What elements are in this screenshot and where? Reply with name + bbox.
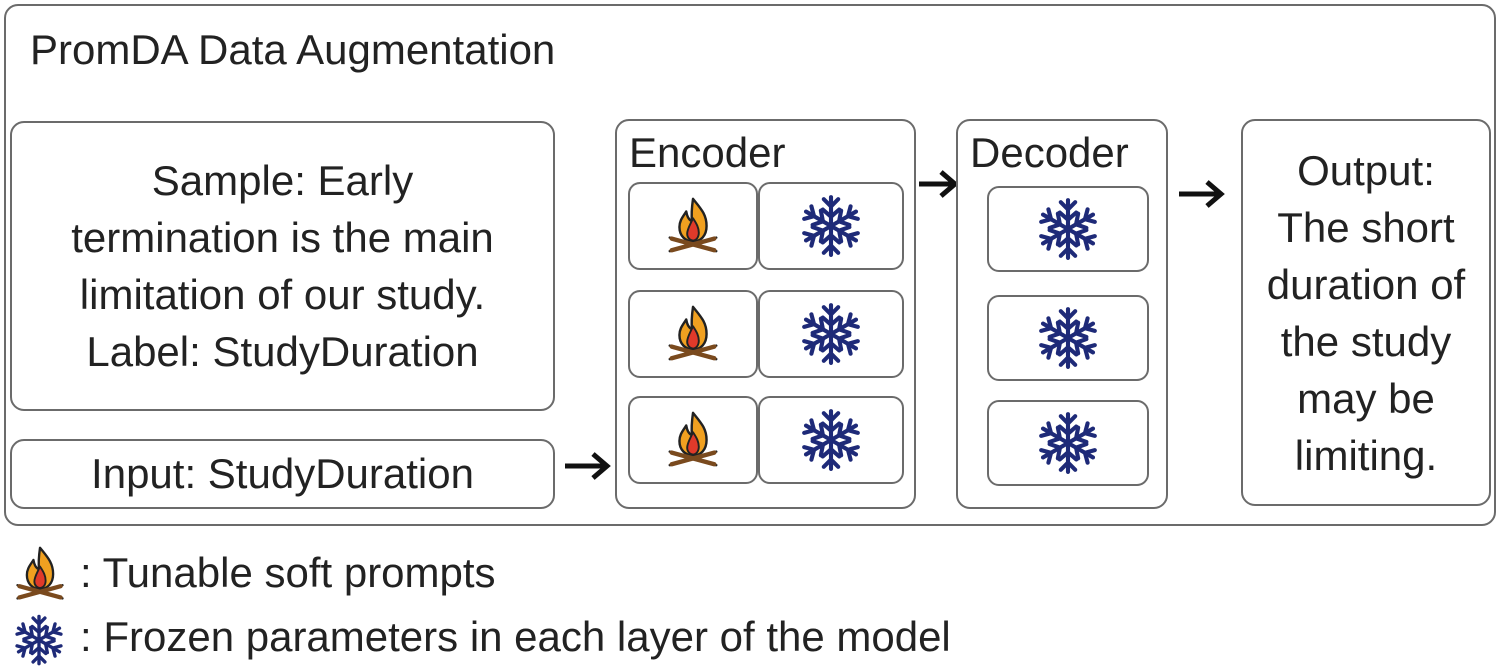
snowflake-icon <box>1035 196 1101 262</box>
output-line: the study <box>1280 317 1452 365</box>
output-line: Output: <box>1297 146 1435 194</box>
sample-box: Sample: Early termination is the main li… <box>10 121 555 411</box>
input-box: Input: StudyDuration <box>10 439 555 509</box>
output-line: limiting. <box>1294 431 1438 479</box>
encoder-block: Encoder <box>615 119 916 509</box>
output-line: duration of <box>1266 260 1466 308</box>
diagram-frame <box>4 4 1496 526</box>
arrow-right-icon <box>919 170 959 198</box>
snowflake-icon <box>798 301 864 367</box>
fire-icon <box>662 195 724 257</box>
snowflake-icon <box>12 613 66 667</box>
sample-line: Label: StudyDuration <box>86 328 479 375</box>
frozen-layer-cell <box>758 290 904 378</box>
snowflake-icon <box>1035 305 1101 371</box>
sample-line: Sample: Early <box>151 157 414 204</box>
legend-fire-text: : Tunable soft prompts <box>80 549 496 596</box>
frozen-layer-cell <box>987 186 1149 272</box>
sample-line: termination is the main <box>71 214 494 261</box>
arrow-right-icon <box>1179 180 1225 208</box>
fire-icon <box>662 303 724 365</box>
frozen-layer-cell <box>987 400 1149 486</box>
snowflake-icon <box>1035 410 1101 476</box>
soft-prompt-cell <box>628 290 758 378</box>
diagram-title: PromDA Data Augmentation <box>30 26 556 73</box>
snowflake-icon <box>798 407 864 473</box>
soft-prompt-cell <box>628 396 758 484</box>
decoder-label: Decoder <box>970 129 1129 176</box>
snowflake-icon <box>798 193 864 259</box>
arrow-right-icon <box>565 452 611 480</box>
frozen-layer-cell <box>758 396 904 484</box>
output-line: The short <box>1277 203 1455 251</box>
output-box: Output: The short duration of the study … <box>1241 119 1491 506</box>
input-text: Input: StudyDuration <box>91 450 474 497</box>
legend-snowflake-text: : Frozen parameters in each layer of the… <box>80 613 951 660</box>
output-line: may be <box>1297 374 1435 422</box>
soft-prompt-cell <box>628 182 758 270</box>
encoder-label: Encoder <box>629 129 786 176</box>
frozen-layer-cell <box>987 295 1149 381</box>
fire-icon <box>662 409 724 471</box>
frozen-layer-cell <box>758 182 904 270</box>
sample-line: limitation of our study. <box>79 271 486 318</box>
decoder-block: Decoder <box>956 119 1168 509</box>
fire-icon <box>10 543 70 605</box>
